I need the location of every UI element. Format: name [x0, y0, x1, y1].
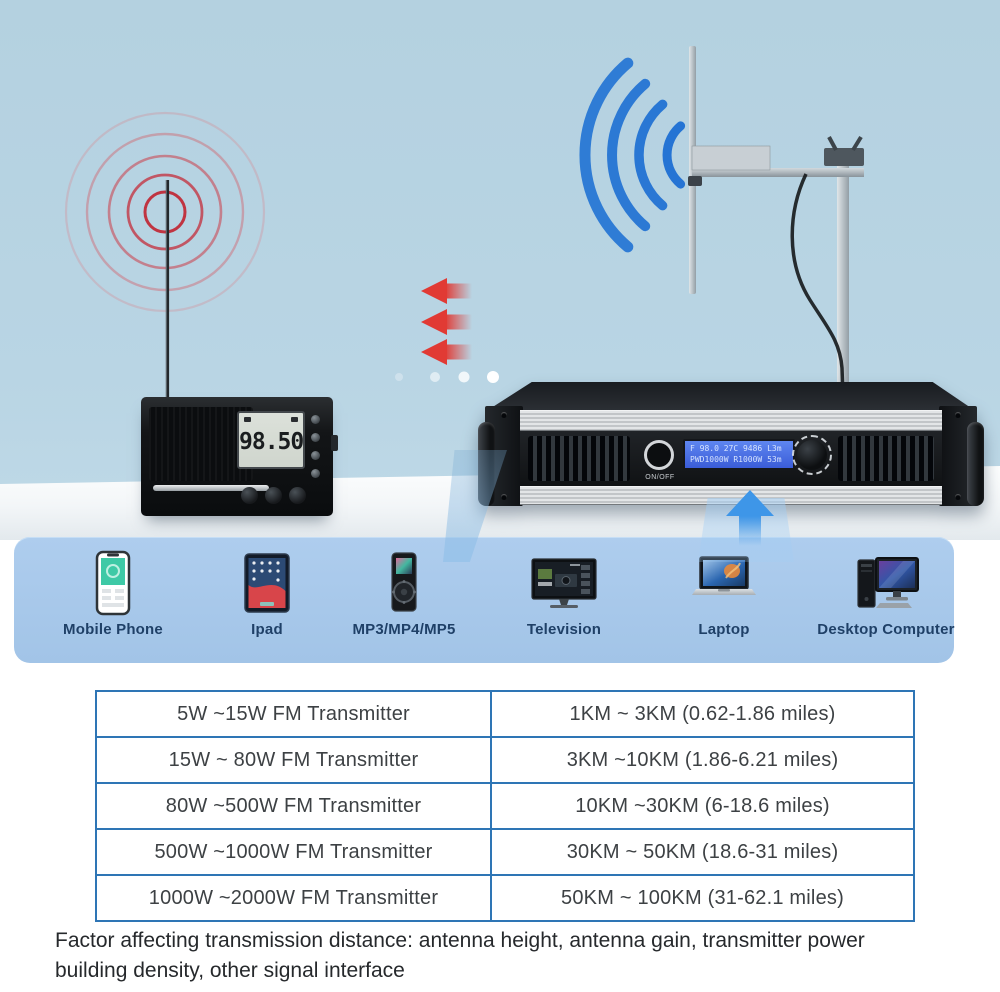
device-ipad: Ipad — [197, 547, 337, 638]
distance-cell: 3KM ~10KM (1.86-6.21 miles) — [490, 738, 913, 782]
television-icon — [531, 558, 597, 608]
lcd-line2: PWD1000W R1000W 53m — [690, 455, 782, 464]
dot-trail — [395, 371, 499, 383]
table-row: 80W ~500W FM Transmitter 10KM ~30KM (6-1… — [97, 782, 913, 828]
radio-button — [311, 451, 320, 460]
device-label: Television — [526, 621, 602, 638]
rack-handle-right — [967, 422, 984, 506]
distance-cell: 50KM ~ 100KM (31-62.1 miles) — [490, 876, 913, 920]
table-row: 500W ~1000W FM Transmitter 30KM ~ 50KM (… — [97, 828, 913, 874]
radio-display-icon — [291, 417, 298, 422]
scene-illustration — [64, 46, 864, 402]
device-mp3-player: MP3/MP4/MP5 — [334, 547, 474, 638]
device-desktop-computer: Desktop Computer — [816, 547, 956, 638]
device-laptop: Laptop — [654, 547, 794, 638]
aluminum-rail-top — [520, 410, 942, 431]
screw — [955, 412, 961, 418]
radio-frequency: 98.50 — [239, 429, 304, 455]
screw — [501, 494, 507, 500]
device-label: Desktop Computer — [817, 621, 955, 638]
laptop-icon — [692, 556, 756, 595]
antenna-mast — [837, 164, 849, 390]
device-label: Ipad — [251, 621, 283, 638]
radio-display: 98.50 — [237, 411, 305, 469]
power-cell: 80W ~500W FM Transmitter — [165, 794, 422, 817]
radio-knob — [289, 487, 306, 504]
transmitter-top-face — [488, 382, 974, 410]
screw — [955, 494, 961, 500]
power-cell: 500W ~1000W FM Transmitter — [154, 840, 433, 863]
radio-display-icon — [244, 417, 251, 422]
table-row: 5W ~15W FM Transmitter 1KM ~ 3KM (0.62-1… — [97, 692, 913, 736]
up-arrow — [726, 490, 774, 546]
radio-knob — [265, 487, 282, 504]
fm-radio: 98.50 — [141, 397, 338, 516]
red-arrows — [421, 278, 472, 365]
mp3-player-icon — [391, 552, 417, 612]
red-signal-rings — [64, 111, 266, 313]
radio-button — [311, 469, 320, 478]
vent-grille-left — [528, 436, 630, 481]
dipole-antenna — [688, 46, 864, 399]
devices-panel: Mobile Phone Ipad — [14, 537, 954, 663]
distance-cell: 30KM ~ 50KM (18.6-31 miles) — [490, 830, 913, 874]
fm-transmitter: ON/OFF F 98.0 27C 9486 L3m PWD1000W R100… — [478, 382, 984, 510]
ipad-icon — [244, 553, 290, 613]
table-row: 15W ~ 80W FM Transmitter 3KM ~10KM (1.86… — [97, 736, 913, 782]
up-arrow-head — [726, 490, 774, 516]
radio-slot — [153, 485, 269, 491]
vent-grille-right — [838, 436, 934, 481]
radio-button — [311, 433, 320, 442]
footnote-line2: building density, other signal interface — [55, 958, 405, 982]
table-row: 1000W ~2000W FM Transmitter 50KM ~ 100KM… — [97, 874, 913, 920]
screw — [501, 412, 507, 418]
radio-button — [311, 415, 320, 424]
radio-antenna — [165, 180, 170, 402]
power-cell: 15W ~ 80W FM Transmitter — [168, 748, 419, 771]
mobile-phone-icon — [95, 550, 131, 616]
footnote: Factor affecting transmission distance: … — [55, 926, 970, 986]
power-button[interactable] — [644, 440, 674, 470]
power-cell: 5W ~15W FM Transmitter — [177, 702, 410, 725]
radio-speaker-grille — [149, 407, 253, 481]
device-label: MP3/MP4/MP5 — [352, 621, 456, 638]
range-table: 5W ~15W FM Transmitter 1KM ~ 3KM (0.62-1… — [95, 690, 915, 922]
power-button-label: ON/OFF — [645, 474, 675, 481]
radio-side-knob — [331, 435, 338, 451]
distance-cell: 10KM ~30KM (6-18.6 miles) — [490, 784, 913, 828]
power-cell: 1000W ~2000W FM Transmitter — [148, 886, 439, 909]
lcd-display: F 98.0 27C 9486 L3m PWD1000W R1000W 53m — [683, 439, 795, 470]
transmitter-front-panel: ON/OFF F 98.0 27C 9486 L3m PWD1000W R100… — [520, 431, 942, 486]
distance-cell: 1KM ~ 3KM (0.62-1.86 miles) — [490, 692, 913, 736]
device-television: Television — [494, 547, 634, 638]
device-label: Mobile Phone — [63, 621, 163, 638]
footnote-line1: Factor affecting transmission distance: … — [55, 929, 865, 952]
device-mobile-phone: Mobile Phone — [43, 547, 183, 638]
device-label: Laptop — [698, 621, 750, 638]
control-knob[interactable] — [792, 435, 832, 475]
blue-signal-waves — [579, 57, 686, 253]
desktop-computer-icon — [857, 557, 919, 608]
radio-knob — [241, 487, 258, 504]
up-arrow-stem — [739, 516, 761, 546]
antenna-cable — [790, 173, 845, 399]
lcd-line1: F 98.0 27C 9486 L3m — [690, 444, 782, 453]
